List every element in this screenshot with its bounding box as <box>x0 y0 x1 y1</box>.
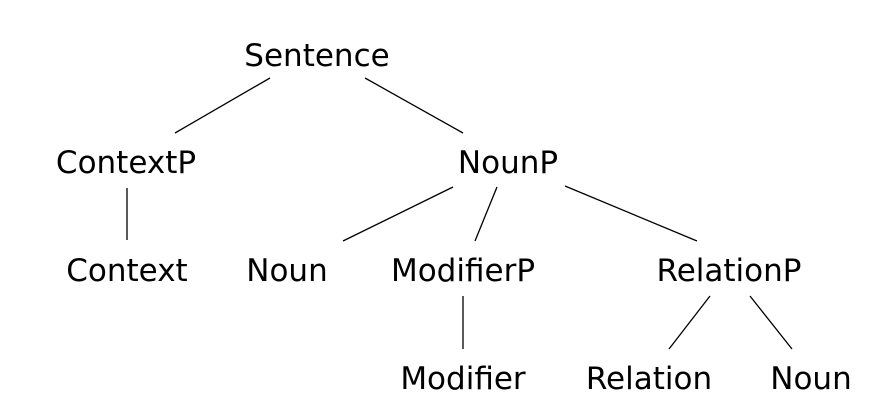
edge-nounp-noun <box>342 186 454 242</box>
node-context: Context <box>66 253 187 289</box>
node-modifier: Modifier <box>400 361 526 397</box>
edge-sentence-nounp <box>364 77 464 134</box>
node-sentence: Sentence <box>244 38 389 74</box>
edge-nounp-modifierp <box>474 186 498 242</box>
node-noun: Noun <box>246 253 327 289</box>
node-relation: Relation <box>586 361 712 397</box>
edge-nounp-relationp <box>564 185 698 242</box>
node-relationp: RelationP <box>657 253 802 289</box>
node-modifierp: ModifierP <box>391 253 535 289</box>
node-noun-leaf: Noun <box>770 361 851 397</box>
edge-relationp-noun <box>749 295 793 350</box>
node-nounp: NounP <box>458 145 558 181</box>
edge-relationp-relation <box>668 295 711 350</box>
edge-sentence-contextp <box>174 77 271 134</box>
node-contextp: ContextP <box>56 145 196 181</box>
